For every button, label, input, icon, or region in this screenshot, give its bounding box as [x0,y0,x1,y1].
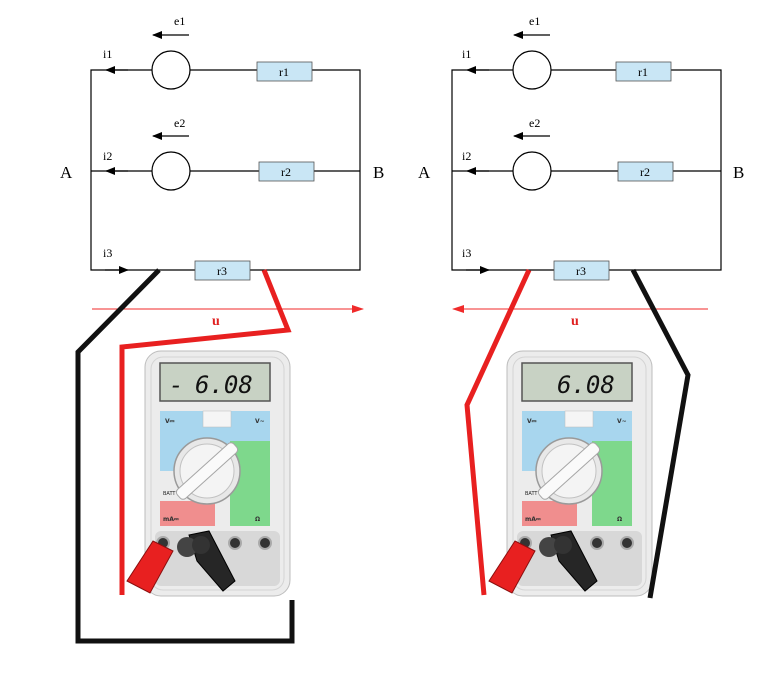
resistor-r2 [258,161,315,182]
current-label-i3: i3 [462,246,471,260]
battery-label: BATT [525,491,538,497]
circuit-left: e1 i1 r1 e2 i2 r2 i3 r3 A B u - 6.08 [60,14,384,644]
probe-plug-red [126,540,174,594]
circuit-wires [451,69,722,271]
lcd-reading: 6.08 [195,371,253,399]
circuit-right: e1 i1 r1 e2 i2 r2 i3 r3 A B u 6.08 [418,14,744,599]
current-label-i3: i3 [103,246,112,260]
emf-source-e2 [151,151,191,191]
lcd-reading: 6.08 [557,371,615,399]
resistor-r3 [553,260,610,281]
range-acv-label: V~ [617,418,627,425]
probe-lead-red [119,269,292,595]
resistor-label-r3: r3 [217,264,227,278]
rotary-dial[interactable] [173,437,241,505]
emf-source-e2 [512,151,552,191]
probe-lead-red [464,268,532,596]
rotary-dial[interactable] [535,437,603,505]
resistor-label-r2: r2 [281,165,291,179]
jack-v-ohm[interactable] [620,536,634,550]
jack-com[interactable] [590,536,604,550]
emf-label-e2: e2 [174,116,185,130]
voltage-label: u [212,314,220,329]
emf-label-e2: e2 [529,116,540,130]
probe-lead-black [630,268,691,599]
range-ohm-label: Ω [617,516,622,523]
voltage-label: u [571,314,579,329]
jack-v-ohm[interactable] [258,536,272,550]
emf-source-e1 [512,50,552,90]
resistor-r1 [256,61,313,82]
resistor-label-r3: r3 [576,264,586,278]
probe-plug-red [488,540,536,594]
current-label-i2: i2 [103,149,112,163]
range-acv-label: V~ [255,418,265,425]
lcd-display [521,362,633,402]
resistor-r1 [615,61,672,82]
current-label-i1: i1 [103,47,112,61]
circuit-wires [90,69,361,271]
multimeter: - 6.08 V⎓ V~ Ω mA⎓ BATT [126,350,291,597]
node-label-a: A [418,163,431,182]
current-label-i2: i2 [462,149,471,163]
emf-source-e1 [151,50,191,90]
range-ma-label: mA⎓ [163,516,179,523]
range-ma-label: mA⎓ [525,516,541,523]
probe-lead-black [75,268,295,644]
range-ohm-label: Ω [255,516,260,523]
range-dcv-label: V⎓ [527,418,537,425]
resistor-label-r1: r1 [279,65,289,79]
jack-com[interactable] [228,536,242,550]
multimeter: 6.08 V⎓ V~ Ω mA⎓ BATT [488,350,653,597]
node-label-a: A [60,163,73,182]
emf-label-e1: e1 [529,14,540,28]
emf-label-e1: e1 [174,14,185,28]
range-dcv-label: V⎓ [165,418,175,425]
resistor-label-r2: r2 [640,165,650,179]
node-label-b: B [373,163,384,182]
resistor-r3 [194,260,251,281]
current-label-i1: i1 [462,47,471,61]
lcd-sign: - [169,371,183,399]
node-label-b: B [733,163,744,182]
lcd-display [159,362,271,402]
resistor-r2 [617,161,674,182]
resistor-label-r1: r1 [638,65,648,79]
battery-label: BATT [163,491,176,497]
